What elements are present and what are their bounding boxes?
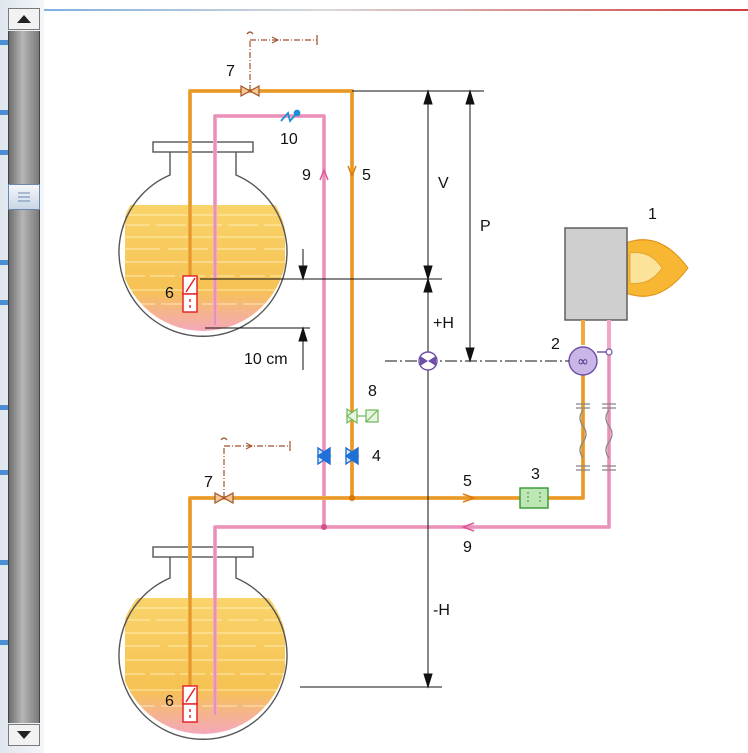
sensor-bottom	[182, 685, 198, 723]
label-valve-4: 4	[372, 448, 381, 465]
label-sensor-top: 6	[165, 285, 174, 302]
label-pump: 2	[551, 336, 560, 353]
label-vent-valve-bottom: 7	[204, 474, 213, 491]
stripe-decor	[0, 260, 8, 265]
label-filter: 3	[531, 466, 540, 483]
dimension-ten-cm: 10 cm	[244, 351, 288, 368]
scroll-track[interactable]	[8, 31, 40, 723]
scroll-up-button[interactable]	[8, 8, 40, 30]
scroll-down-button[interactable]	[8, 724, 40, 746]
stripe-decor	[0, 405, 8, 410]
gauge-symbol	[418, 351, 438, 371]
grip-icon	[18, 192, 30, 202]
junction-dot	[349, 495, 355, 501]
vent-valve-top	[240, 31, 318, 98]
label-burner: 1	[648, 206, 657, 223]
label-return-bottom: 9	[463, 539, 472, 556]
dimension-v: V	[438, 175, 449, 192]
stripe-decor	[0, 640, 8, 645]
solenoid-valve	[345, 407, 379, 425]
svg-text:∞: ∞	[577, 354, 589, 370]
stripe-decor	[0, 110, 8, 115]
stripe-decor	[0, 560, 8, 565]
vent-valve-bottom	[214, 437, 291, 505]
filter	[519, 487, 549, 509]
label-supply-bottom: 5	[463, 473, 472, 490]
flexible-hoses	[576, 403, 616, 471]
vertical-scrollbar[interactable]	[0, 0, 44, 753]
flow-arrows	[319, 165, 477, 532]
label-supply-top: 5	[362, 167, 371, 184]
label-check-valve: 10	[280, 131, 298, 148]
label-solenoid-valve: 8	[368, 383, 377, 400]
sensor-top	[182, 275, 198, 313]
tank-bottom	[118, 546, 288, 740]
stripe-decor	[0, 470, 8, 475]
dimension-minus-h: -H	[433, 602, 450, 619]
scroll-thumb[interactable]	[8, 184, 40, 210]
header-rule	[44, 9, 748, 11]
valve-4	[316, 446, 360, 466]
burner	[564, 227, 689, 321]
tank-top	[118, 141, 288, 337]
junction-dot	[321, 524, 327, 530]
pump: ∞	[568, 320, 613, 376]
dimension-p: P	[480, 218, 491, 235]
check-valve	[280, 109, 301, 123]
stripe-decor	[0, 300, 8, 305]
triangle-down-icon	[17, 731, 31, 739]
dimension-lines	[200, 89, 569, 689]
label-sensor-bottom: 6	[165, 693, 174, 710]
stripe-decor	[0, 150, 8, 155]
triangle-up-icon	[17, 15, 31, 23]
dimension-plus-h: +H	[433, 315, 454, 332]
label-return-top: 9	[302, 167, 311, 184]
label-vent-valve-top: 7	[226, 63, 235, 80]
stripe-decor	[0, 40, 8, 45]
